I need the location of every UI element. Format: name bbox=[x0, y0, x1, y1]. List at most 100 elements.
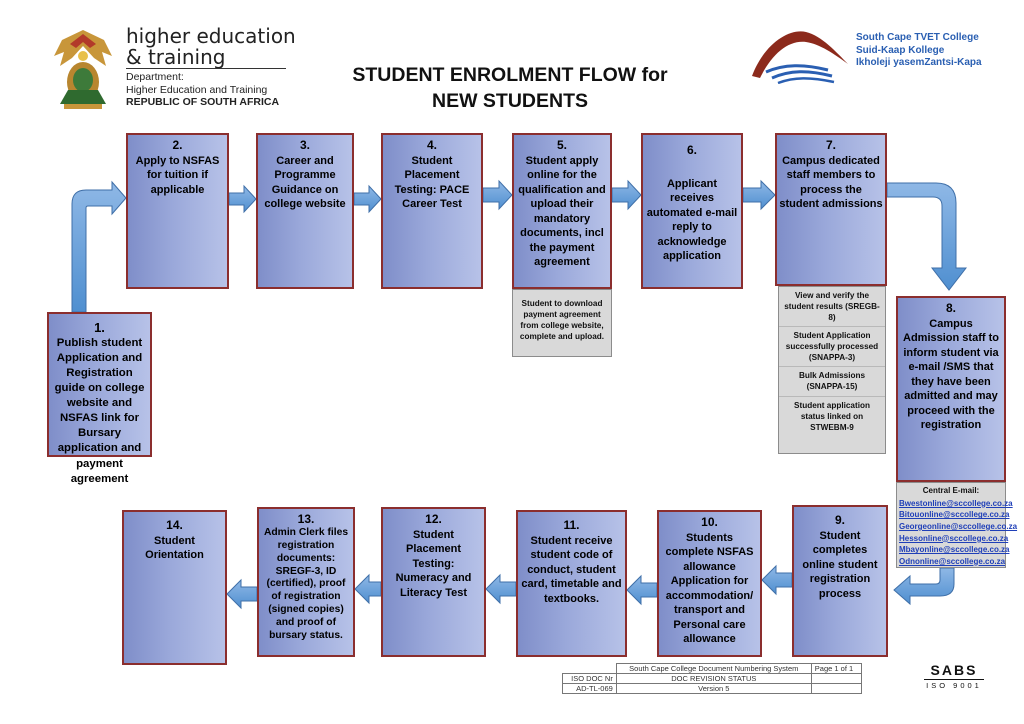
step-5-text: Student apply online for the qualificati… bbox=[518, 154, 606, 269]
email-link-mbay[interactable]: Mbayonline@sccollege.co.za bbox=[899, 545, 1010, 555]
step-8-number: 8. bbox=[945, 301, 956, 315]
arrow-3-to-4 bbox=[353, 184, 382, 214]
footer-iso-doc-label: ISO DOC Nr bbox=[562, 673, 617, 684]
step-10-number: 10. bbox=[701, 515, 718, 529]
arrow-2-to-3 bbox=[228, 184, 257, 214]
step-7-note-2: Student Application successfully process… bbox=[779, 326, 885, 366]
email-link-bweston[interactable]: Bwestonline@sccollege.co.za bbox=[899, 498, 1013, 508]
arrow-11-to-12 bbox=[485, 573, 517, 605]
step-3: 3. Career and Programme Guidance on coll… bbox=[256, 133, 354, 289]
footer-blank-cell-3 bbox=[810, 683, 863, 694]
email-link-george[interactable]: Georgeonline@sccollege.co.za bbox=[899, 521, 1018, 531]
step-7-number: 7. bbox=[825, 138, 836, 152]
step-7-note-3: Bulk Admissions (SNAPPA-15) bbox=[779, 366, 885, 395]
step-10: 10. Students complete NSFAS allowance Ap… bbox=[657, 510, 762, 657]
dhet-divider bbox=[126, 68, 286, 69]
arrow-6-to-7 bbox=[742, 179, 776, 211]
arrow-7-to-8 bbox=[886, 182, 968, 291]
sabs-iso: ISO 9001 bbox=[924, 679, 984, 690]
dhet-dept-line1: Department: bbox=[126, 71, 184, 83]
step-13-number: 13. bbox=[297, 512, 315, 526]
step-4: 4. Student Placement Testing: PACE Caree… bbox=[381, 133, 483, 289]
step-11-number: 11. bbox=[563, 518, 580, 532]
title-line1: STUDENT ENROLMENT FLOW for bbox=[352, 64, 668, 86]
step-2-number: 2. bbox=[172, 138, 183, 152]
email-link-hess[interactable]: Hessonline@sccollege.co.za bbox=[899, 533, 1009, 543]
footer-version: Version 5 bbox=[615, 683, 812, 694]
step-2: 2. Apply to NSFAS for tuition if applica… bbox=[126, 133, 229, 289]
arrow-5-to-6 bbox=[611, 179, 642, 211]
arrow-8-to-9 bbox=[893, 567, 955, 606]
arrow-4-to-5 bbox=[482, 179, 513, 211]
step-12: 12. Student Placement Testing: Numeracy … bbox=[381, 507, 486, 657]
footer-blank-cell bbox=[562, 663, 617, 674]
college-line2: Suid-Kaap Kollege bbox=[856, 44, 945, 56]
dhet-logo: higher education & training Department: … bbox=[50, 26, 300, 114]
step-9-text: Student completes online student registr… bbox=[802, 529, 878, 600]
footer-revision-label: DOC REVISION STATUS bbox=[615, 673, 812, 684]
college-name: South Cape TVET College Suid-Kaap Kolleg… bbox=[856, 32, 982, 70]
dhet-dept-line2: Higher Education and Training bbox=[126, 83, 268, 96]
step-10-text: Students complete NSFAS allowance Applic… bbox=[665, 531, 754, 646]
email-link-bitou[interactable]: Bitouonline@sccollege.co.za bbox=[899, 510, 1010, 520]
step-11-text: Student receive student code of conduct,… bbox=[521, 534, 622, 605]
college-swoosh-icon bbox=[752, 31, 848, 84]
document-control-table: South Cape College Document Numbering Sy… bbox=[562, 663, 863, 694]
step-3-text: Career and Programme Guidance on college… bbox=[264, 154, 346, 211]
step-14-number: 14. bbox=[166, 518, 183, 532]
college-line1: South Cape TVET College bbox=[856, 32, 979, 43]
step-3-number: 3. bbox=[299, 138, 310, 152]
step-7-notes: View and verify the student results (SRE… bbox=[778, 286, 886, 454]
step-6-text: Applicant receives automated e-mail repl… bbox=[646, 177, 738, 263]
email-link-odn[interactable]: Odnonline@sccollege.co.za bbox=[899, 556, 1006, 566]
step-7-text: Campus dedicated staff members to proces… bbox=[779, 154, 883, 211]
step-12-number: 12. bbox=[425, 512, 442, 526]
step-1: 1. Publish student Application and Regis… bbox=[47, 312, 152, 485]
step-4-number: 4. bbox=[426, 138, 437, 152]
footer-blank-cell-2 bbox=[810, 673, 863, 684]
step-4-text: Student Placement Testing: PACE Career T… bbox=[394, 154, 470, 211]
step-13-text: Admin Clerk files registration documents… bbox=[263, 527, 349, 641]
step-5-number: 5. bbox=[556, 138, 567, 152]
step-11: 11. Student receive student code of cond… bbox=[516, 510, 627, 657]
footer-page: Page 1 of 1 bbox=[810, 663, 863, 674]
arrow-13-to-14 bbox=[226, 578, 258, 610]
step-7: 7. Campus dedicated staff members to pro… bbox=[775, 133, 887, 286]
step-8: 8. Campus Admission staff to inform stud… bbox=[896, 296, 1006, 482]
college-line3: Ikholeji yasemZantsi-Kapa bbox=[856, 57, 982, 68]
step-7-note-4: Student application status linked on STW… bbox=[779, 395, 885, 436]
step-1-text: Publish student Application and Registra… bbox=[54, 337, 145, 485]
step-8-text: Campus Admission staff to inform student… bbox=[903, 317, 999, 432]
page-title: STUDENT ENROLMENT FLOW for NEW STUDENTS bbox=[300, 62, 720, 115]
arrow-9-to-10 bbox=[761, 564, 793, 596]
step-5-note-text: Student to download payment agreement fr… bbox=[519, 299, 605, 342]
central-email-box: Central E-mail: Bwestonline@sccollege.co… bbox=[896, 482, 1018, 568]
dhet-department: Department: Higher Education and Trainin… bbox=[126, 71, 279, 109]
footer-numbering-system: South Cape College Document Numbering Sy… bbox=[615, 663, 812, 674]
step-13: 13. Admin Clerk files registration docum… bbox=[257, 507, 355, 657]
dhet-wordmark: higher education & training bbox=[126, 26, 296, 68]
college-logo: South Cape TVET College Suid-Kaap Kolleg… bbox=[744, 24, 1004, 84]
step-14-text: Student Orientation bbox=[145, 534, 204, 562]
arrow-10-to-11 bbox=[626, 574, 658, 606]
step-12-text: Student Placement Testing: Numeracy and … bbox=[395, 528, 472, 599]
dhet-title-line2: & training bbox=[126, 45, 226, 69]
arrow-1-to-2 bbox=[71, 180, 127, 313]
sabs-logo: SABS ISO 9001 bbox=[924, 663, 984, 690]
step-1-number: 1. bbox=[94, 320, 105, 335]
title-line2: NEW STUDENTS bbox=[432, 90, 588, 113]
step-14: 14. Student Orientation bbox=[122, 510, 227, 665]
sabs-wordmark: SABS bbox=[930, 662, 978, 678]
step-5-note: Student to download payment agreement fr… bbox=[512, 289, 612, 357]
step-7-note-1: View and verify the student results (SRE… bbox=[784, 291, 880, 323]
step-2-text: Apply to NSFAS for tuition if applicable bbox=[135, 154, 220, 196]
step-5: 5. Student apply online for the qualific… bbox=[512, 133, 612, 289]
step-9-number: 9. bbox=[834, 513, 845, 527]
dhet-dept-line3: REPUBLIC OF SOUTH AFRICA bbox=[126, 96, 280, 109]
dhet-title-line1: higher education bbox=[126, 24, 296, 48]
step-6: 6. Applicant receives automated e-mail r… bbox=[641, 133, 743, 289]
arrow-12-to-13 bbox=[354, 573, 382, 605]
step-9: 9. Student completes online student regi… bbox=[792, 505, 888, 657]
central-email-heading: Central E-mail: bbox=[922, 486, 980, 495]
